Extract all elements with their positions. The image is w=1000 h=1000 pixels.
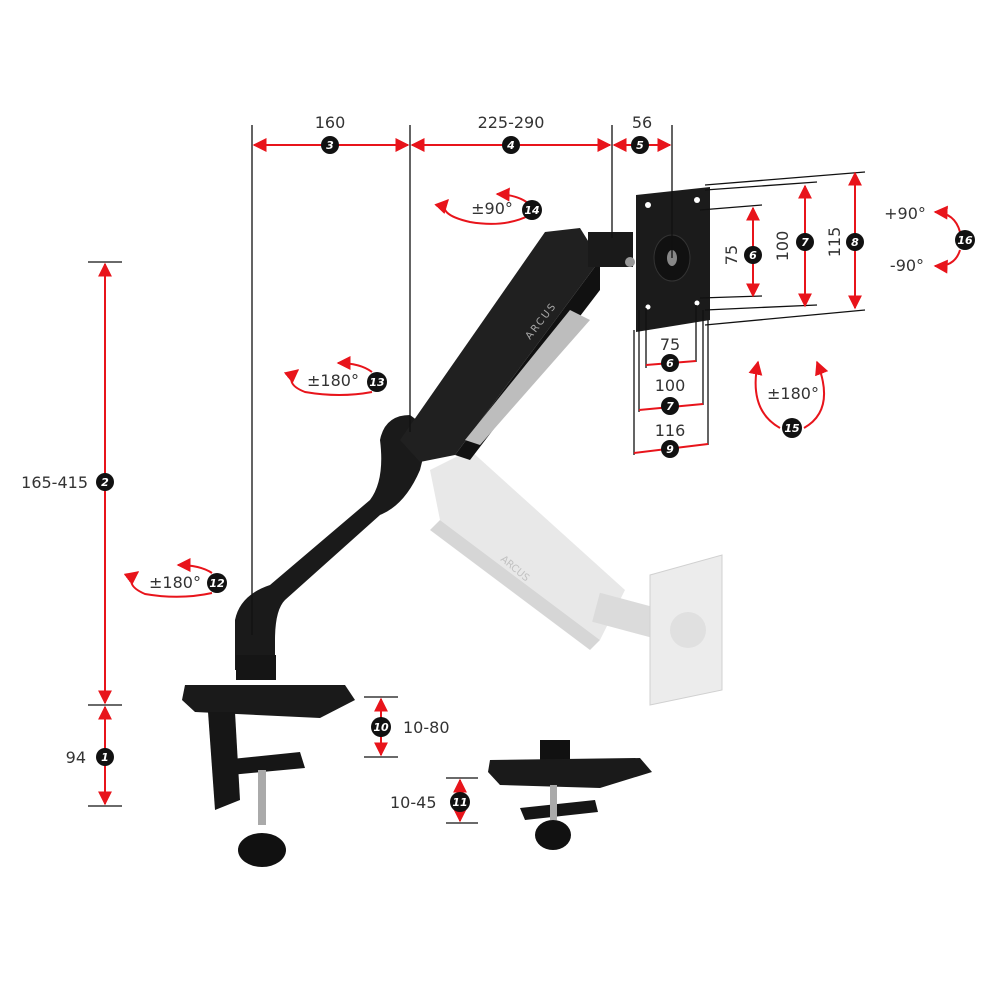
dim-5-value: 56 [632,113,652,132]
badge-9: 9 [661,440,679,458]
dim-7-horizontal-value: 100 [655,376,686,395]
dim-6-vertical-value: 75 [722,245,741,265]
ghost-arm-lowered: ARCUS [430,450,723,706]
badge-14-number: 14 [524,204,539,217]
badge-2-number: 2 [101,476,109,489]
badge-1-number: 1 [101,751,109,764]
dim-2-value: 165-415 [21,473,88,492]
badge-10: 10 [371,717,391,737]
badge-8: 8 [846,233,864,251]
dim-1-value: 94 [66,748,86,767]
badge-15-number: 15 [784,422,800,435]
dim-3-value: 160 [315,113,346,132]
dim-10-value: 10-80 [403,718,450,737]
rotation-arcs [123,187,961,598]
badge-5: 5 [631,136,649,154]
dim-11-value: 10-45 [390,793,437,812]
badge-11-number: 11 [452,796,467,809]
rot-16-plus-value: +90° [884,204,926,223]
extension-lines [88,125,866,824]
badge-13-number: 13 [369,376,385,389]
badge-9-number: 9 [666,443,674,456]
badge-7-vertical: 7 [796,233,814,251]
rot-15-value: ±180° [767,384,819,403]
badge-6h-number: 6 [666,357,674,370]
vesa-plate [636,187,710,332]
alternate-clamp-base [488,740,652,850]
badge-16-number: 16 [957,234,973,247]
badge-12-number: 12 [209,577,225,590]
badge-7v-number: 7 [801,236,809,249]
badge-11: 11 [450,792,470,812]
monitor-arm: ARCUS [182,228,635,867]
badge-12: 12 [207,573,227,593]
badge-14: 14 [522,200,542,220]
badge-2: 2 [96,473,114,491]
badge-6-horizontal: 6 [661,354,679,372]
badge-15: 15 [782,418,802,438]
badge-13: 13 [367,372,387,392]
dim-9-value: 116 [655,421,686,440]
dim-8-value: 115 [825,227,844,258]
badge-6-vertical: 6 [744,246,762,264]
badge-4: 4 [502,136,520,154]
rot-16-minus-value: -90° [890,256,924,275]
badge-4-number: 4 [506,139,515,152]
badge-10-number: 10 [373,721,389,734]
rot-12-value: ±180° [149,573,201,592]
dim-7-vertical-value: 100 [773,231,792,262]
dim-6-horizontal-value: 75 [660,335,680,354]
badge-1: 1 [96,748,114,766]
rot-13-value: ±180° [307,371,359,390]
badge-3-number: 3 [326,139,334,152]
rot-14-value: ±90° [471,199,513,218]
badge-5-number: 5 [636,139,644,152]
badge-3: 3 [321,136,339,154]
badge-6v-number: 6 [749,249,757,262]
dim-4-value: 225-290 [478,113,545,132]
badge-16: 16 [955,230,975,250]
badge-7h-number: 7 [666,400,674,413]
badge-8-number: 8 [851,236,859,249]
badge-7-horizontal: 7 [661,397,679,415]
